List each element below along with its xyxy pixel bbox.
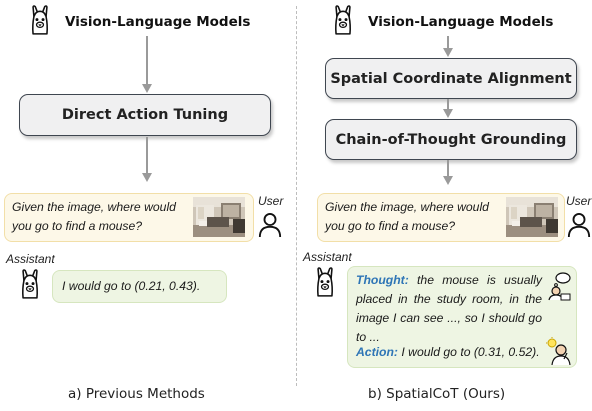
assistant-reply-bubble-left: I would go to (0.21, 0.43). — [52, 270, 227, 303]
spatial-coordinate-alignment-label: Spatial Coordinate Alignment — [330, 70, 572, 87]
arrow-left-1 — [142, 36, 152, 93]
action-text: I would go to (0.31, 0.52). — [401, 345, 540, 359]
direct-action-tuning-box: Direct Action Tuning — [19, 94, 271, 136]
assistant-reply-text-left: I would go to (0.21, 0.43). — [62, 279, 201, 293]
llama-icon — [312, 266, 338, 298]
user-label-left: User — [258, 194, 284, 208]
user-prompt-bubble-left: Given the image, where would you go to f… — [4, 193, 254, 242]
thought-text-block: Thought: the mouse is usually placed in … — [356, 271, 542, 347]
user-label-right: User — [566, 194, 592, 208]
vlm-title-right: Vision-Language Models — [368, 14, 554, 30]
spatial-coordinate-alignment-box: Spatial Coordinate Alignment — [325, 58, 577, 99]
user-prompt-bubble-right: Given the image, where would you go to f… — [317, 193, 565, 242]
caption-right: b) SpatialCoT (Ours) — [368, 386, 506, 402]
lightbulb-person-icon — [546, 337, 572, 365]
llama-icon — [27, 4, 53, 36]
thinking-person-icon — [546, 271, 572, 301]
room-photo — [506, 197, 558, 237]
arrow-right-2 — [443, 99, 453, 118]
arrow-right-3 — [443, 160, 453, 185]
room-photo — [193, 197, 245, 237]
thought-text: the mouse is usually placed in the study… — [356, 273, 542, 344]
user-icon — [258, 212, 282, 238]
assistant-label-right: Assistant — [303, 250, 352, 264]
thought-keyword: Thought: — [356, 273, 409, 287]
assistant-label-left: Assistant — [6, 252, 55, 266]
direct-action-tuning-label: Direct Action Tuning — [61, 107, 229, 123]
action-keyword: Action: — [356, 345, 398, 359]
chain-of-thought-grounding-label: Chain-of-Thought Grounding — [335, 131, 567, 148]
user-icon — [567, 212, 591, 238]
arrow-right-1 — [443, 36, 453, 57]
action-text-block: Action: I would go to (0.31, 0.52). — [356, 343, 540, 362]
user-prompt-text-right: Given the image, where would you go to f… — [325, 200, 489, 233]
caption-left: a) Previous Methods — [68, 386, 205, 402]
vlm-title-left: Vision-Language Models — [65, 14, 251, 30]
assistant-reply-bubble-right: Thought: the mouse is usually placed in … — [347, 266, 577, 368]
chain-of-thought-grounding-box: Chain-of-Thought Grounding — [325, 119, 577, 160]
arrow-left-2 — [142, 137, 152, 182]
user-prompt-text-left: Given the image, where would you go to f… — [12, 200, 176, 233]
llama-icon — [330, 4, 356, 36]
panel-divider — [296, 6, 297, 386]
llama-icon — [17, 268, 43, 300]
